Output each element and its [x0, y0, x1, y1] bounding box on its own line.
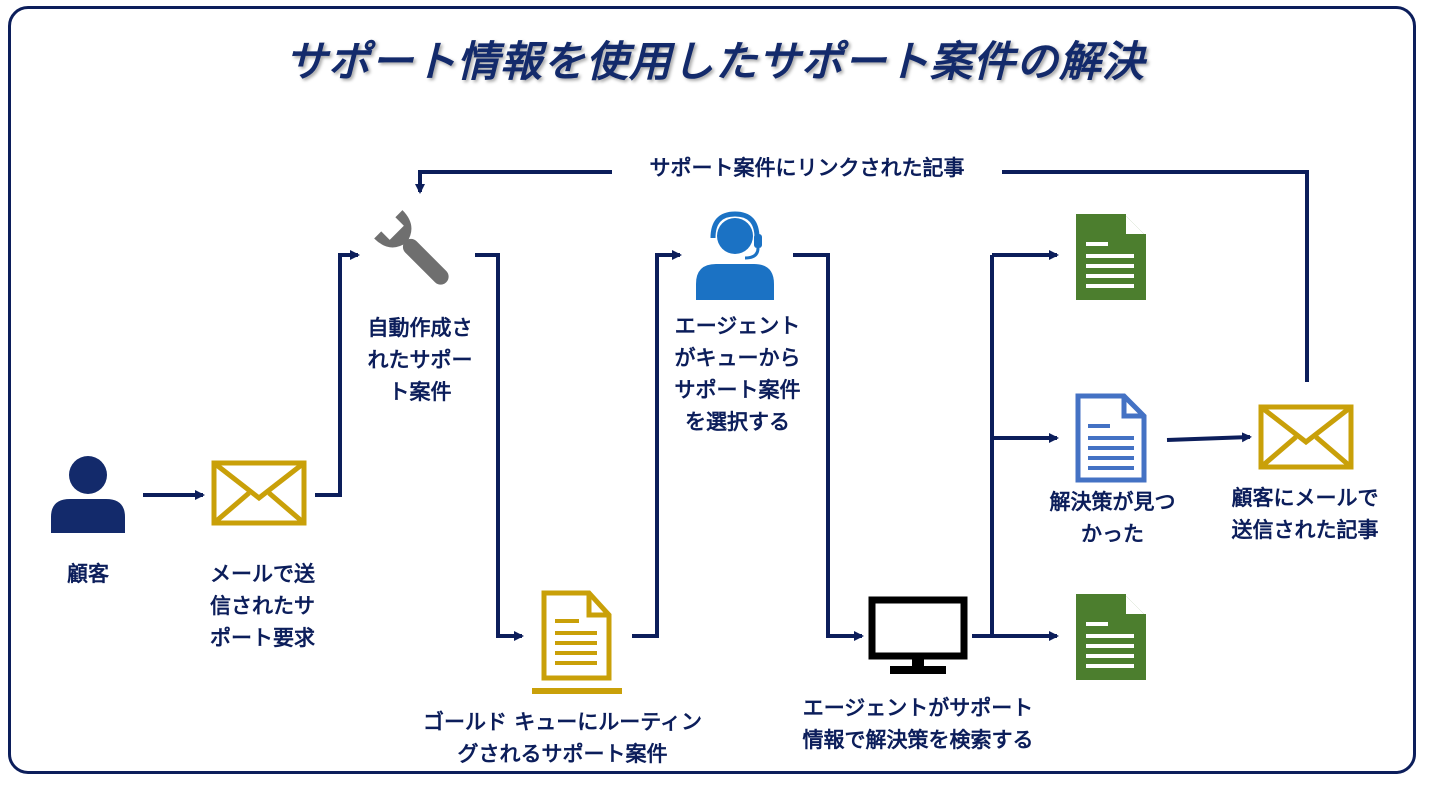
arrow-loop-back	[415, 170, 1309, 382]
arrow-search-branch-line	[972, 255, 994, 638]
queue-document-icon	[532, 590, 622, 694]
arrow-case-to-queue	[475, 253, 524, 641]
monitor-icon	[868, 596, 968, 674]
solution-document-icon	[1075, 393, 1147, 483]
customer-label: 顧客	[67, 562, 109, 586]
auto-case-label: 自動作成さ れたサポー ト案件	[367, 316, 473, 404]
envelope-icon	[1258, 404, 1354, 470]
diagram-frame	[8, 6, 1416, 774]
customer-icon	[51, 456, 125, 533]
agent-headset-icon	[696, 211, 774, 300]
wrench-icon	[374, 210, 449, 285]
arrow-solution-to-email	[1166, 432, 1252, 443]
solution-found-label: 解決策が見つ かった	[1049, 490, 1176, 546]
agent-select-label: エージェント がキューから サポート案件 を選択する	[674, 314, 801, 434]
gold-queue-label: ゴールド キューにルーティン グされるサポート案件	[422, 710, 703, 766]
email-article-label: 顧客にメールで 送信された記事	[1231, 486, 1379, 542]
arrow-agent-to-search	[793, 253, 864, 641]
loop-label: サポート案件にリンクされた記事	[612, 154, 1002, 182]
arrow-queue-to-agent	[632, 250, 682, 638]
email-request-label: メールで送 信されたサ ポート要求	[210, 562, 315, 650]
arrow-email-to-case	[315, 250, 360, 497]
envelope-icon	[211, 460, 307, 526]
article-document-icon	[1076, 214, 1146, 300]
agent-search-label: エージェントがサポート 情報で解決策を検索する	[802, 696, 1034, 752]
article-document-icon	[1076, 594, 1146, 680]
diagram-title: サポート情報を使用したサポート案件の解決	[284, 37, 1145, 86]
